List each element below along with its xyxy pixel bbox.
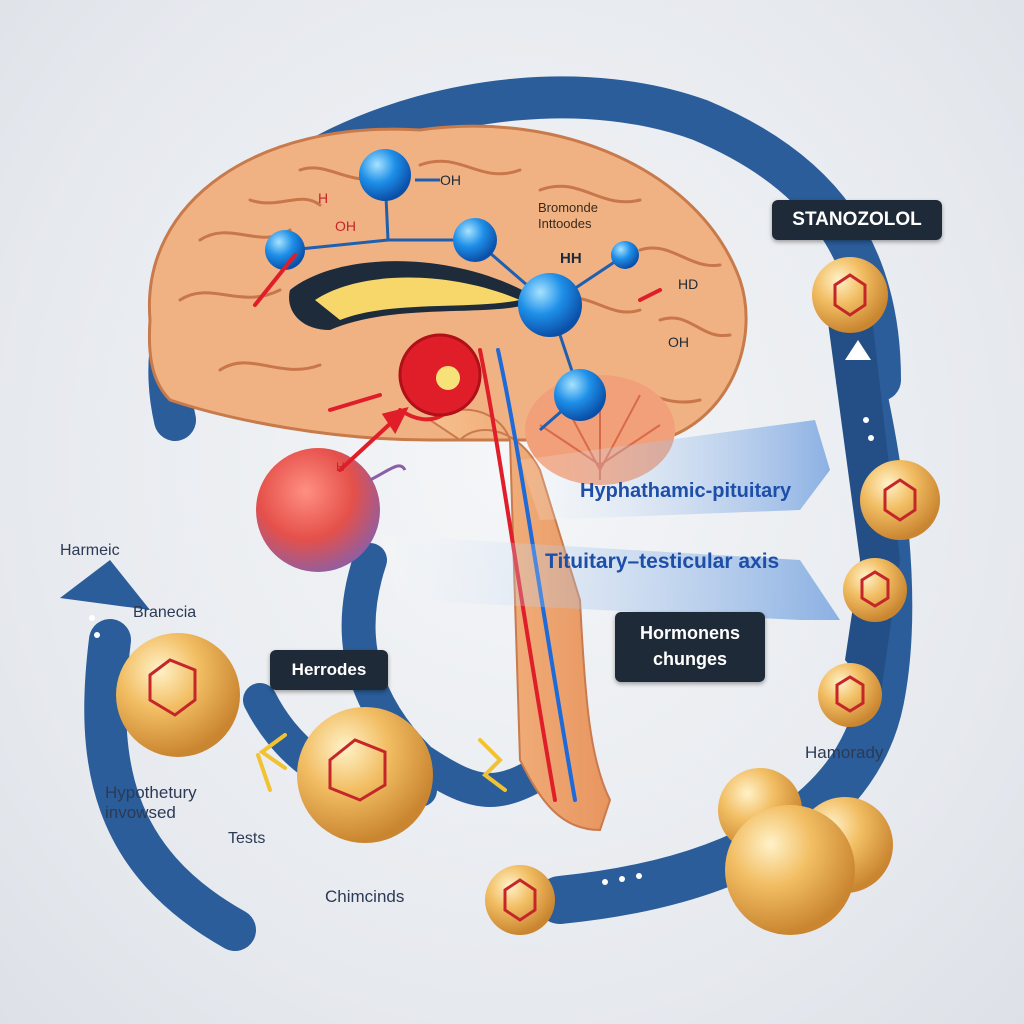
pituitary-core <box>436 366 460 390</box>
hypothetury-line2: invowsed <box>105 803 176 822</box>
red-signal-arrows <box>253 253 662 472</box>
harmeic-arrowhead <box>60 560 150 610</box>
chem-oh-left: OH <box>335 218 356 234</box>
brain-note-line1: Bromonde <box>538 200 598 215</box>
harmeic-label: Harmeic <box>60 542 120 559</box>
hormones-changes-line1: Hormonens <box>639 623 740 643</box>
dotted-arrows <box>89 417 874 885</box>
blue-atoms <box>265 149 639 421</box>
hypothetury-label: Hypothetury invowsed <box>105 783 197 823</box>
hamorady-label: Hamorady <box>805 743 884 762</box>
axis-band-1 <box>520 420 830 520</box>
axis-band-2 <box>380 535 840 620</box>
chem-oh-top: OH <box>440 172 461 188</box>
pituitary-gland <box>256 448 407 572</box>
flow-arrows <box>256 733 507 792</box>
brain-note: Bromonde Inttoodes <box>538 200 598 232</box>
hormones-changes-tag: Hormonens chunges <box>615 612 765 682</box>
brain-note-line2: Inttoodes <box>538 216 592 231</box>
axis-label-line1: Hyphathamic-pituitary <box>580 480 792 502</box>
axis-label-line2: Tituitary–testicular axis <box>545 550 780 573</box>
brainstem <box>428 408 612 832</box>
hormone-beads <box>116 257 940 935</box>
bead-structures <box>148 273 917 922</box>
chem-h-right-top: HD <box>678 276 699 292</box>
chem-h-right-mid: OH <box>668 334 689 350</box>
tests-label: Tests <box>228 830 266 847</box>
chem-h-gland: H <box>336 460 345 474</box>
herrodes-tag: Herrodes <box>270 650 388 690</box>
stanozolol-tag: STANOZOLOL <box>772 200 942 240</box>
chimcinds-label: Chimcinds <box>325 887 405 906</box>
brain <box>147 124 748 442</box>
chem-h-left: H <box>318 190 329 206</box>
hypothetury-line1: Hypothetury <box>105 783 197 802</box>
up-arrow-right <box>845 340 871 360</box>
branecia-label: Branecia <box>133 604 197 621</box>
hormones-changes-line2: chunges <box>652 649 727 669</box>
chem-h-center: HH <box>560 250 582 267</box>
